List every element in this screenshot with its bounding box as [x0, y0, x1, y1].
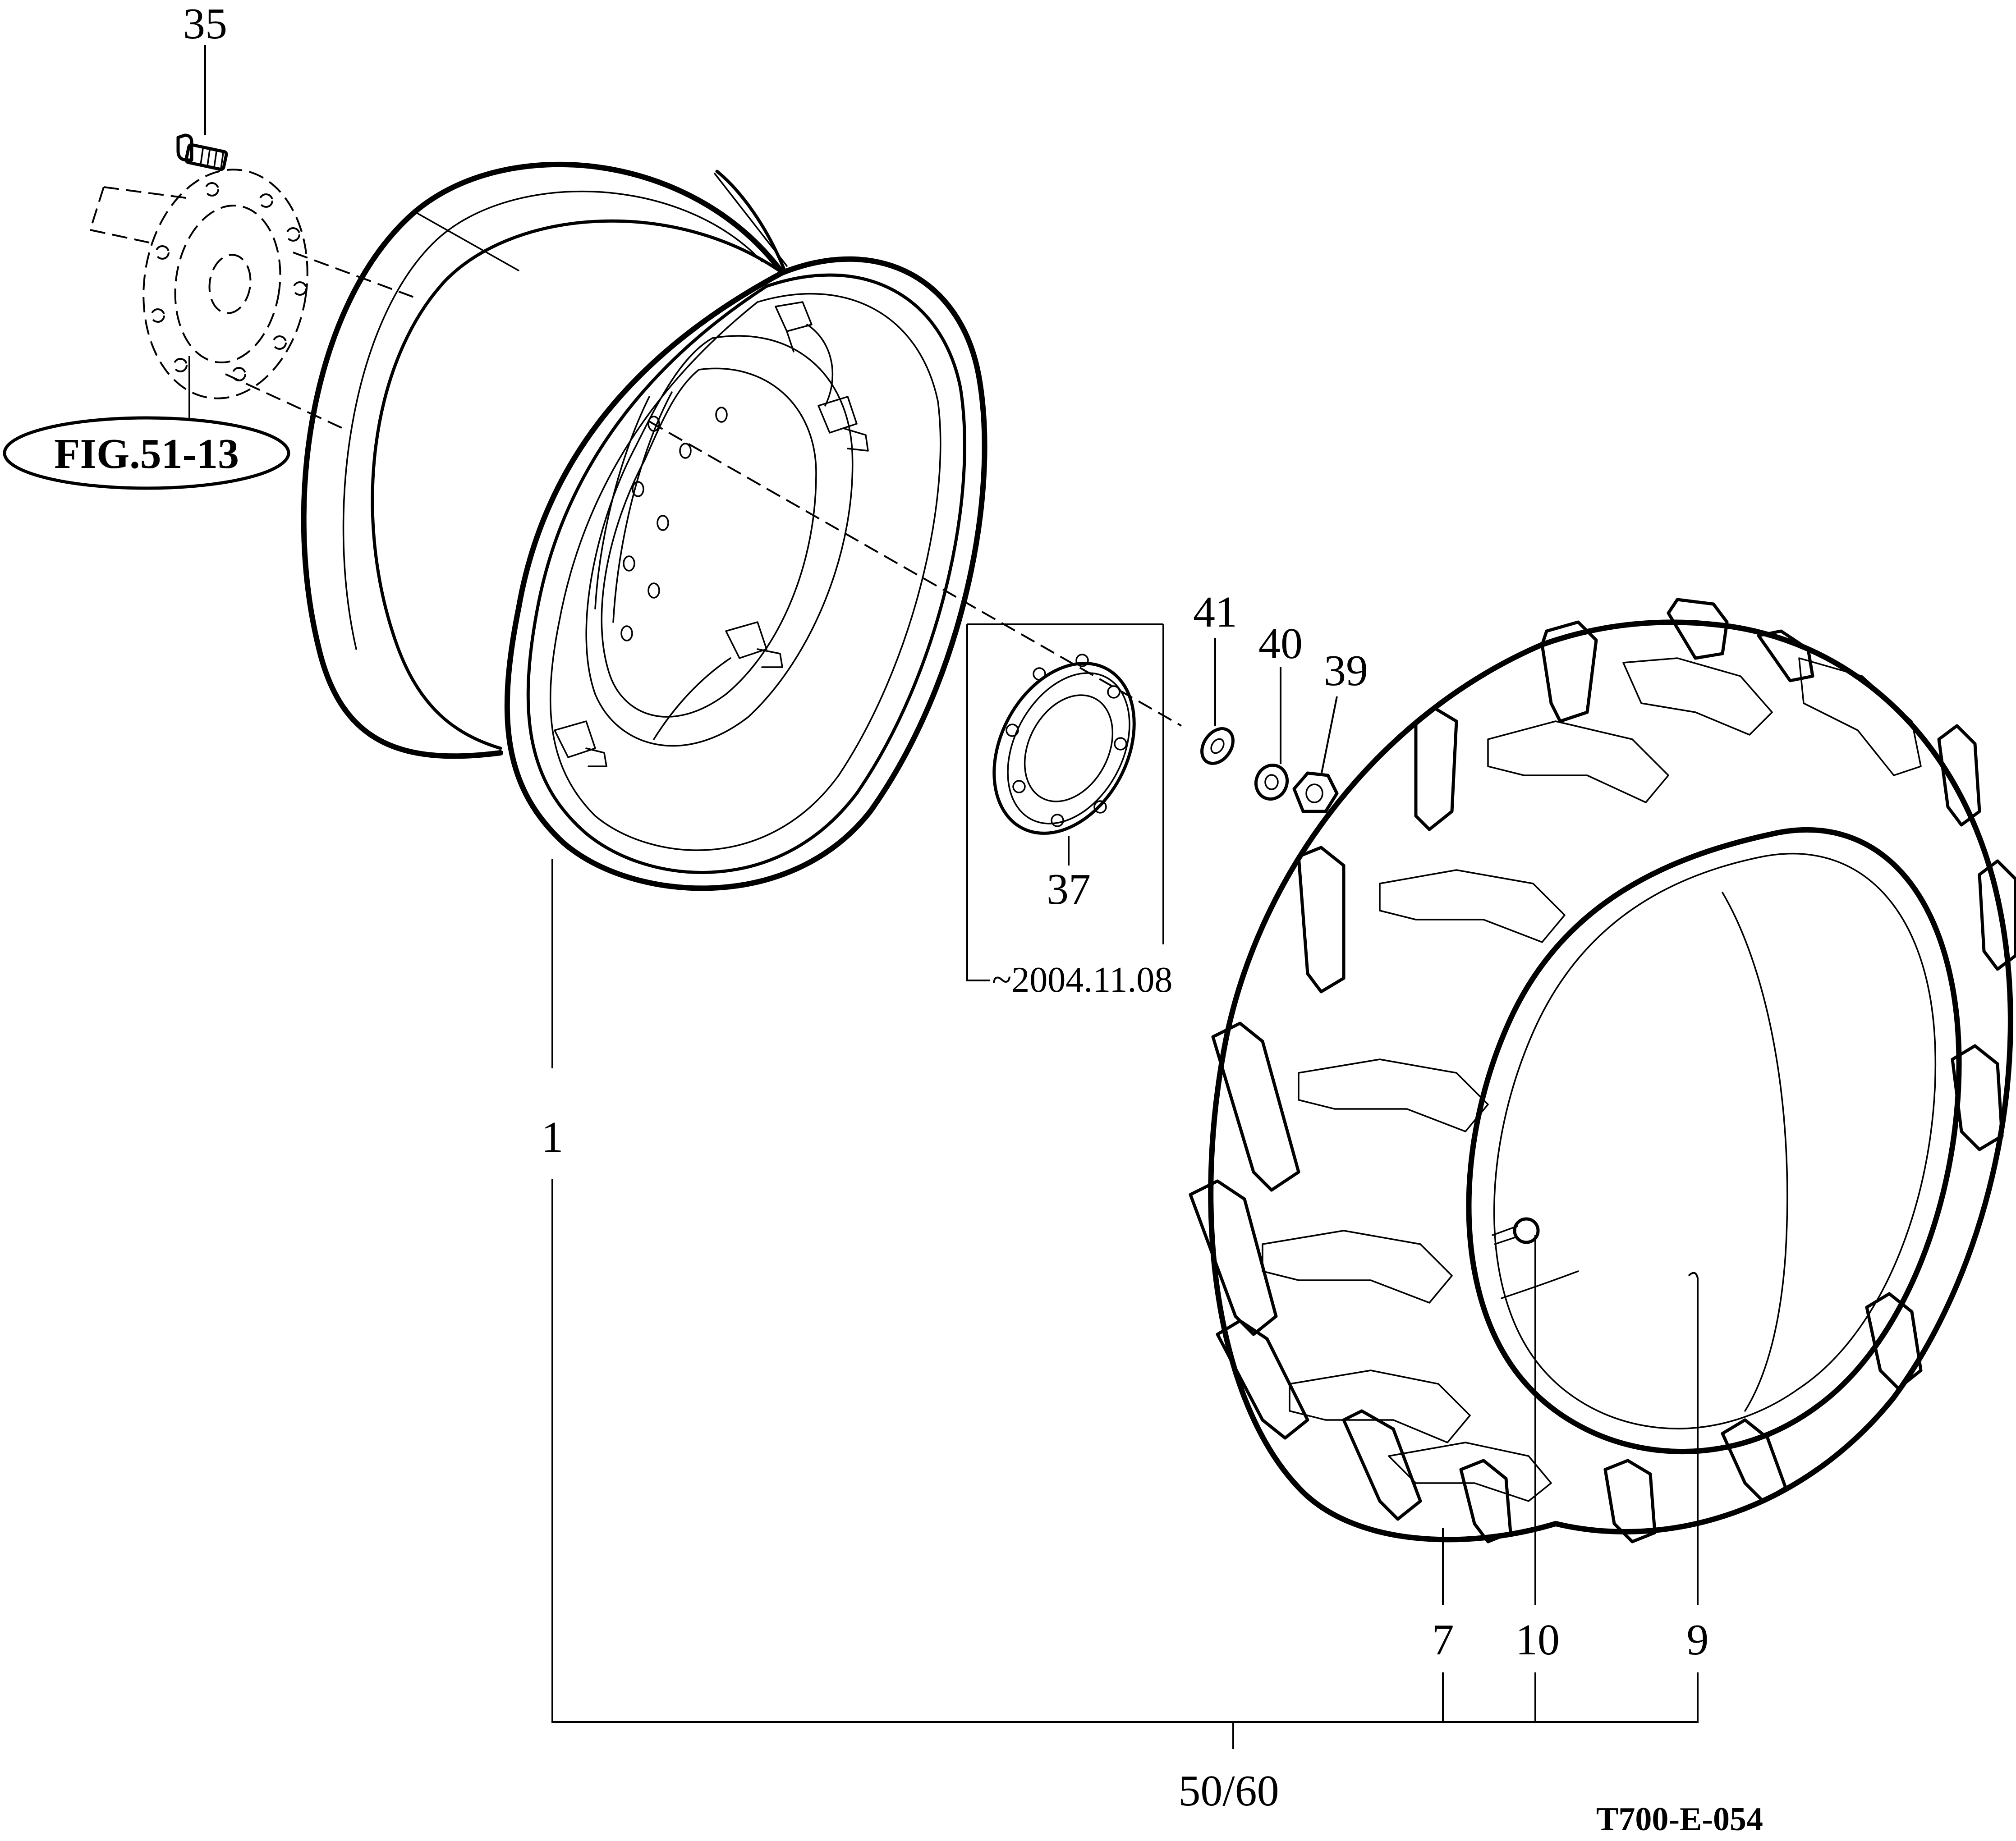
tube-valve-10: 10 [1492, 1217, 1560, 1664]
tire-callout: 7 [1432, 1528, 1454, 1664]
nut-39: 39 [1292, 646, 1368, 813]
callout-1: 1 [542, 1113, 564, 1162]
callout-37: 37 [1047, 865, 1091, 914]
callout-9: 9 [1687, 1616, 1709, 1664]
hub-flange [89, 169, 415, 429]
tractor-tire [1189, 598, 2016, 1543]
drawing-code: T700-E-054 [1596, 1801, 1763, 1838]
fig-reference-callout[interactable]: FIG.51-13 [3, 356, 290, 490]
callout-50-60: 50/60 [1178, 1767, 1279, 1815]
inner-tube-9: 9 [1687, 1272, 1709, 1664]
callout-35: 35 [183, 0, 227, 48]
callout-41: 41 [1193, 588, 1237, 637]
adapter-plate-group: 37 ~2004.11.08 [966, 623, 1172, 1000]
date-note: ~2004.11.08 [992, 960, 1172, 1000]
callout-10: 10 [1515, 1616, 1560, 1664]
fig-reference-label: FIG.51-13 [54, 430, 239, 477]
callout-40: 40 [1258, 619, 1303, 668]
callout-7: 7 [1432, 1616, 1454, 1664]
callout-39: 39 [1324, 646, 1368, 695]
assembly-leaders: 1 50/60 [542, 859, 1699, 1815]
alignment-dashed-line [649, 421, 1182, 727]
lock-washer-40: 40 [1254, 619, 1303, 801]
wheel-rim [301, 161, 987, 891]
bolt-callout: 35 [183, 0, 227, 135]
washer-41: 41 [1193, 588, 1237, 765]
bolt-35 [176, 133, 228, 171]
